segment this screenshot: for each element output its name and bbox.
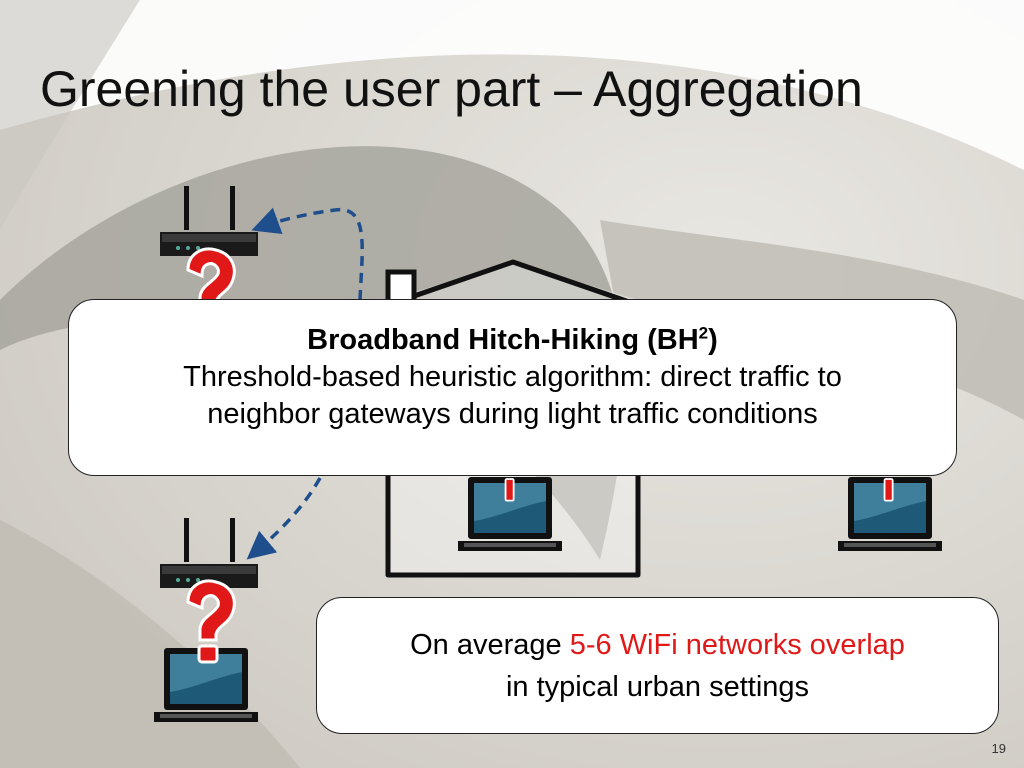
slide-title: Greening the user part – Aggregation [40, 61, 863, 117]
wifi-overlap-highlight: 5-6 WiFi networks overlap [569, 629, 905, 661]
page-number: 19 [991, 741, 1006, 756]
router-icon [160, 186, 258, 256]
traffic-arrow [246, 477, 322, 560]
wifi-overlap-line-1: On average 5-6 WiFi networks overlap [410, 629, 905, 661]
question-mark-icon [504, 478, 515, 502]
wifi-overlap-line-2: in typical urban settings [505, 671, 810, 704]
bh2-heading: Broadband Hitch-Hiking (BH2) [307, 323, 718, 356]
bh2-description-line-1: Threshold-based heuristic algorithm: dir… [183, 360, 842, 393]
bh2-callout: Broadband Hitch-Hiking (BH2) Threshold-b… [68, 299, 957, 476]
question-mark-icon [883, 478, 894, 502]
bh2-description-line-2: neighbor gateways during light traffic c… [207, 397, 818, 430]
wifi-overlap-callout: On average 5-6 WiFi networks overlap in … [316, 597, 999, 734]
router-icon [160, 518, 258, 588]
traffic-arrow [251, 207, 364, 301]
